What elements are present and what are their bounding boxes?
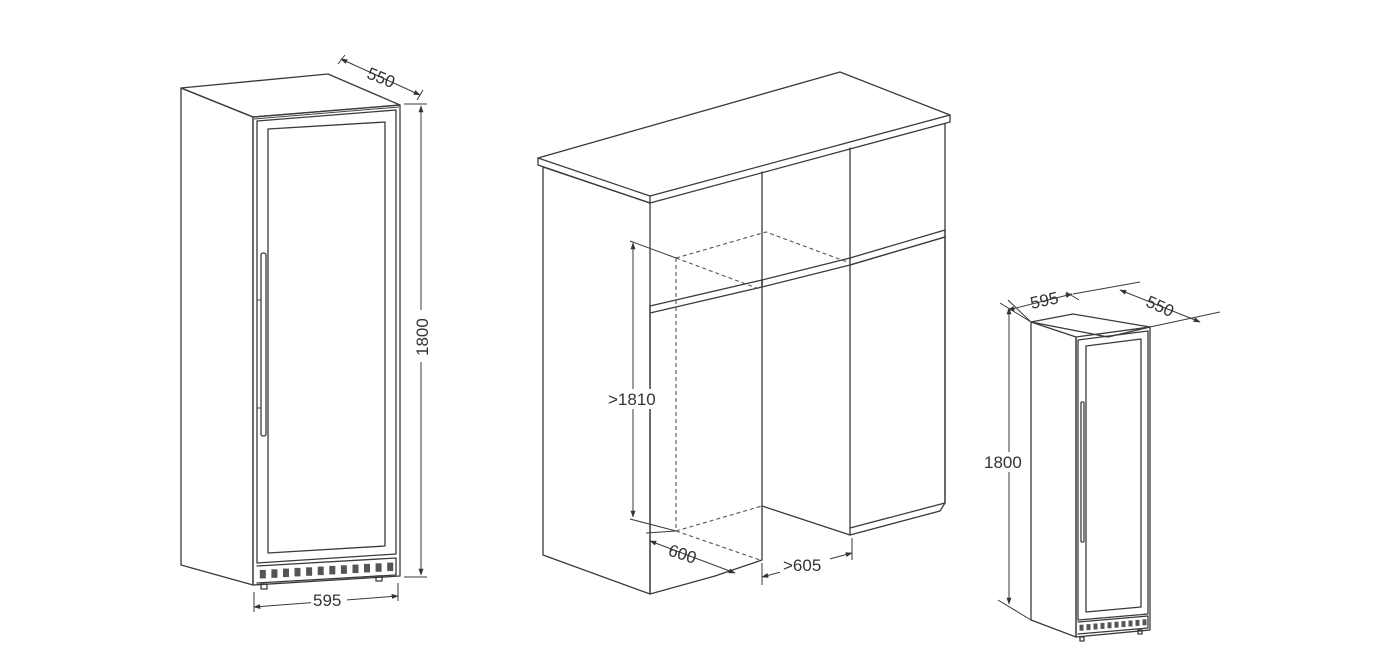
vent-slot bbox=[1093, 623, 1098, 630]
vent-slot bbox=[1100, 622, 1105, 629]
vent-slot bbox=[387, 562, 394, 572]
fridge-left-glass bbox=[267, 121, 386, 554]
vent-slot bbox=[329, 565, 336, 575]
fridge-left-foot bbox=[375, 575, 383, 582]
dim-label-width: 595 bbox=[313, 591, 341, 610]
fridge-left-handle bbox=[260, 252, 267, 437]
dim-label-depth: 550 bbox=[364, 64, 397, 92]
vent-slot bbox=[1128, 620, 1133, 627]
fridge-left-front bbox=[252, 104, 401, 586]
vent-slot bbox=[1135, 619, 1140, 626]
vent-slot bbox=[364, 563, 370, 573]
vent-slot bbox=[1107, 622, 1112, 629]
dim-label-width-right: 595 bbox=[1028, 288, 1060, 312]
vent-slot bbox=[271, 569, 278, 578]
dim-label-niche-depth: 600 bbox=[666, 541, 699, 568]
fridge-left-foot bbox=[260, 583, 268, 590]
vent-slot bbox=[294, 567, 301, 577]
fridge-left-vent bbox=[256, 557, 397, 584]
dim-label-niche-height: >1810 bbox=[608, 390, 656, 409]
vent-slot bbox=[340, 565, 347, 574]
fridge-right-front bbox=[1075, 326, 1151, 638]
vent-slot bbox=[352, 564, 359, 574]
vent-slot bbox=[306, 567, 313, 576]
fridge-right-vent bbox=[1077, 615, 1149, 635]
vent-slot bbox=[1121, 621, 1126, 628]
fridge-right-glass bbox=[1085, 338, 1142, 613]
fridge-left-side bbox=[180, 87, 254, 586]
vent-slot bbox=[259, 569, 266, 579]
vent-slot bbox=[1114, 621, 1119, 628]
fridge-right-door bbox=[1077, 330, 1149, 621]
vent-slot bbox=[317, 566, 324, 576]
fridge-left: 550 1800 595 bbox=[180, 54, 432, 612]
cabinet-left-side bbox=[542, 166, 651, 595]
dim-label-depth-right: 550 bbox=[1143, 292, 1177, 321]
vent-slot bbox=[283, 568, 289, 578]
vent-slot bbox=[1142, 619, 1147, 626]
fridge-right: 595 550 1800 bbox=[982, 281, 1221, 642]
dim-label-niche-width: >605 bbox=[783, 556, 821, 575]
fridge-right-side bbox=[1030, 321, 1077, 638]
dim-label-height: 1800 bbox=[413, 318, 432, 356]
vent-slot bbox=[1086, 624, 1091, 631]
cabinet-right-door bbox=[849, 236, 946, 529]
fridge-left-door bbox=[256, 109, 397, 564]
vent-slot bbox=[375, 563, 382, 572]
cabinet: >1810 600 >605 bbox=[537, 71, 951, 595]
dim-label-height-right: 1800 bbox=[984, 453, 1022, 472]
vent-slot bbox=[1079, 624, 1084, 631]
fridge-right-handle bbox=[1080, 401, 1085, 543]
